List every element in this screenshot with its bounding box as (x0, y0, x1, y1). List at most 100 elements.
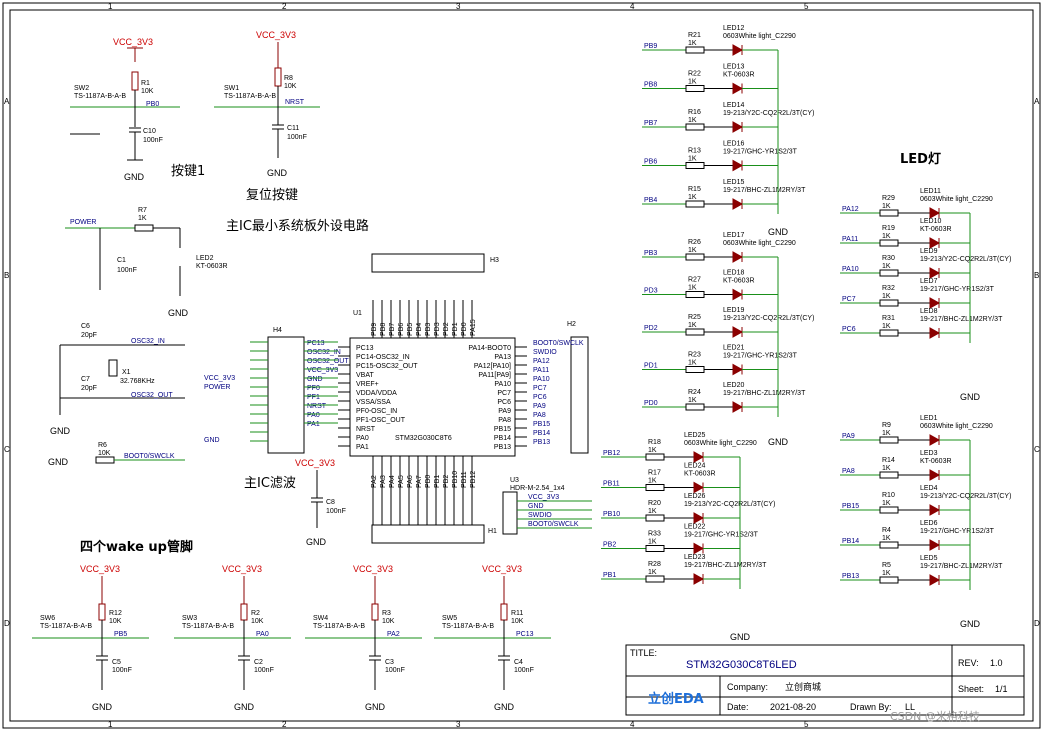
mcu-u1: U1 STM32G030C8T6 PC13PC14-OSC32_INPC15-O… (338, 300, 527, 525)
svg-text:GND: GND (168, 308, 189, 318)
section-key1: 按键1 (171, 164, 205, 179)
mcu-pin-label: PB12 (470, 471, 477, 488)
svg-text:PA12: PA12 (842, 206, 859, 213)
svg-text:GND: GND (768, 227, 789, 237)
svg-text:VCC_3V3: VCC_3V3 (295, 458, 335, 468)
svg-text:OSC32_OUT: OSC32_OUT (131, 392, 173, 399)
header-h1: H1 (371, 524, 497, 544)
svg-text:1K: 1K (882, 500, 891, 507)
svg-text:1K: 1K (648, 539, 657, 546)
mcu-pin-label: PD2 (443, 322, 450, 336)
svg-text:1K: 1K (882, 430, 891, 437)
svg-text:R10: R10 (882, 492, 895, 499)
h4-net-label: PA1 (307, 421, 320, 428)
mcu-pin-label: PC14-OSC32_IN (356, 354, 410, 361)
u3-net-label: SWDIO (528, 512, 552, 519)
svg-text:VCC_3V3: VCC_3V3 (482, 564, 522, 574)
svg-text:TS-1187A-B-A-B: TS-1187A-B-A-B (74, 93, 126, 100)
mcu-pin-label: PA0 (356, 435, 369, 442)
grid-row-right: A (1034, 97, 1040, 106)
svg-text:19-213/Y2C-CQ2R2L/3T(CY): 19-213/Y2C-CQ2R2L/3T(CY) (920, 256, 1011, 263)
svg-text:REV:: REV: (958, 658, 979, 668)
u3-net-label: GND (528, 503, 544, 510)
svg-text:KT-0603R: KT-0603R (920, 458, 952, 465)
mcu-pin-label: PA1 (356, 444, 369, 451)
h2-net-label: SWDIO (533, 349, 557, 356)
svg-text:C1: C1 (117, 257, 126, 264)
svg-text:TS-1187A-B-A-B: TS-1187A-B-A-B (313, 623, 365, 630)
svg-text:1K: 1K (882, 535, 891, 542)
svg-text:LED26: LED26 (684, 493, 706, 500)
h2-net-label: PA9 (533, 403, 546, 410)
svg-text:PA2: PA2 (387, 631, 400, 638)
svg-text:SW2: SW2 (74, 85, 89, 92)
svg-text:100nF: 100nF (112, 667, 132, 674)
h4-net-label: VCC_3V3 (307, 367, 338, 374)
svg-text:PB15: PB15 (842, 503, 859, 510)
svg-text:19-213/Y2C-CQ2R2L/3T(CY): 19-213/Y2C-CQ2R2L/3T(CY) (723, 110, 814, 117)
svg-text:KT-0603R: KT-0603R (684, 471, 716, 478)
svg-text:GND: GND (124, 172, 145, 182)
svg-text:1K: 1K (648, 569, 657, 576)
svg-text:STM32G030C8T6: STM32G030C8T6 (395, 435, 452, 442)
svg-text:19-213/Y2C-CQ2R2L/3T(CY): 19-213/Y2C-CQ2R2L/3T(CY) (723, 315, 814, 322)
svg-text:GND: GND (494, 702, 515, 712)
svg-text:19-217/GHC-YR1S2/3T: 19-217/GHC-YR1S2/3T (920, 528, 995, 535)
svg-text:R27: R27 (688, 277, 701, 284)
svg-text:PC6: PC6 (842, 326, 856, 333)
svg-text:1K: 1K (688, 322, 697, 329)
svg-text:10K: 10K (511, 618, 524, 625)
svg-text:X1: X1 (122, 369, 131, 376)
svg-text:C8: C8 (326, 499, 335, 506)
svg-text:VCC_3V3: VCC_3V3 (353, 564, 393, 574)
svg-text:PB2: PB2 (603, 542, 616, 549)
mcu-pin-label: PA8 (498, 417, 511, 424)
svg-text:0603White light_C2290: 0603White light_C2290 (684, 440, 757, 447)
svg-text:1K: 1K (648, 508, 657, 515)
svg-text:R11: R11 (511, 610, 523, 617)
svg-text:20pF: 20pF (81, 332, 97, 339)
svg-text:LED18: LED18 (723, 270, 745, 277)
svg-text:0603White light_C2290: 0603White light_C2290 (920, 196, 993, 203)
svg-text:R26: R26 (688, 239, 701, 246)
svg-text:R5: R5 (882, 562, 891, 569)
svg-text:1K: 1K (648, 447, 657, 454)
svg-text:PB11: PB11 (603, 481, 620, 488)
svg-text:1K: 1K (882, 233, 891, 240)
svg-text:20pF: 20pF (81, 385, 97, 392)
svg-text:VCC_3V3: VCC_3V3 (80, 564, 120, 574)
h4-net-label: PA0 (307, 412, 320, 419)
svg-text:LED11: LED11 (920, 188, 941, 195)
h2-net-label: PA11 (533, 367, 549, 374)
svg-text:TITLE:: TITLE: (630, 648, 657, 658)
svg-text:GND: GND (48, 457, 69, 467)
svg-text:0603White light_C2290: 0603White light_C2290 (920, 423, 993, 430)
svg-text:PB14: PB14 (842, 538, 859, 545)
svg-text:R24: R24 (688, 389, 701, 396)
h2-net-label: PB15 (533, 421, 550, 428)
svg-text:LED4: LED4 (920, 485, 938, 492)
svg-text:10K: 10K (98, 450, 111, 457)
svg-text:PB9: PB9 (644, 43, 657, 50)
grid-row-right: B (1034, 271, 1039, 280)
svg-text:R6: R6 (98, 442, 107, 449)
svg-text:C3: C3 (385, 659, 394, 666)
svg-text:C11: C11 (287, 125, 299, 132)
svg-text:SW5: SW5 (442, 615, 457, 622)
logo: 立创EDA (648, 691, 704, 707)
svg-text:C2: C2 (254, 659, 263, 666)
svg-text:0603White light_C2290: 0603White light_C2290 (723, 33, 796, 40)
svg-text:19-217/GHC-YR1S2/3T: 19-217/GHC-YR1S2/3T (920, 286, 995, 293)
svg-text:PB7: PB7 (644, 120, 657, 127)
svg-text:TS-1187A-B-A-B: TS-1187A-B-A-B (40, 623, 92, 630)
svg-text:LED16: LED16 (723, 141, 745, 148)
svg-text:SW1: SW1 (224, 85, 239, 92)
svg-text:OSC32_IN: OSC32_IN (131, 338, 165, 345)
